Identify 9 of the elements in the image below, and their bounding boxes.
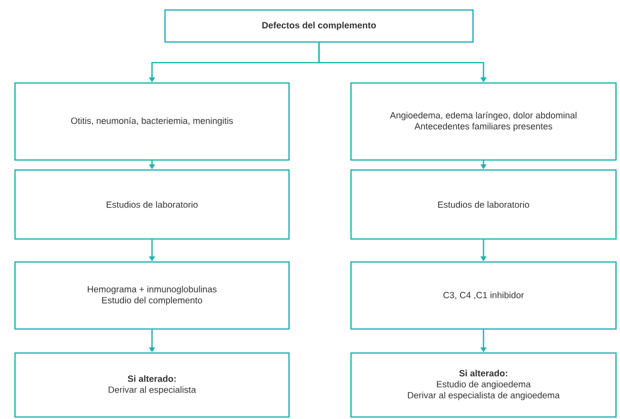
process-box: Angioedema, edema laríngeo, dolor abdominal Antecedentes familiares presentes [350, 82, 617, 161]
process-box: Si alterado: Estudio de angioedema Derivar al especialista de angioedema [350, 352, 617, 418]
process-box: Estudios de laboratorio [14, 169, 290, 240]
process-box: C3, C4 ,C1 inhibidor [350, 261, 617, 330]
process-box: Si alterado: Derivar al especialista [14, 352, 290, 418]
process-box: Otitis, neumonía, bacteriemia, meningitis [14, 82, 290, 161]
process-box: Estudios de laboratorio [350, 169, 617, 240]
process-box: Defectos del complemento [164, 9, 474, 43]
process-box: Hemograma + inmunoglobulinas Estudio del complemento [14, 261, 290, 330]
